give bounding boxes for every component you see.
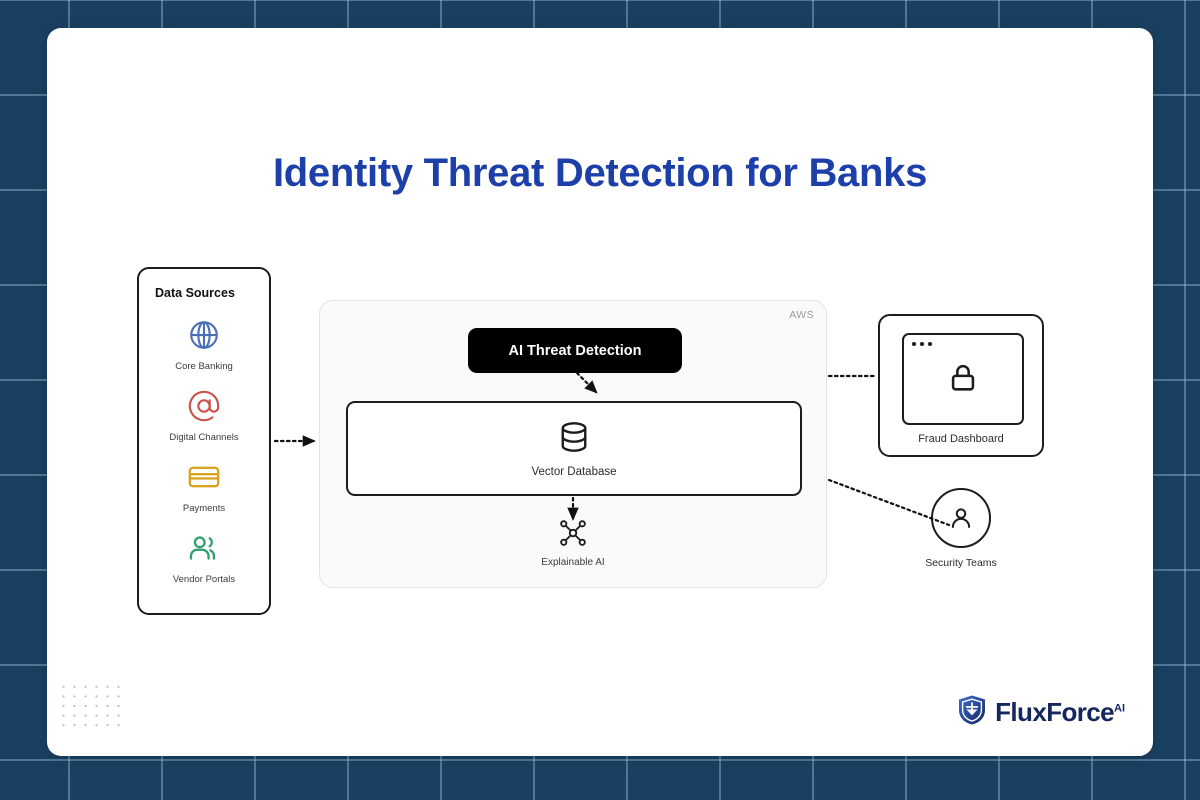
- data-source-label: Vendor Portals: [172, 574, 236, 585]
- aws-cloud-container: AWS AI Threat Detection Vector Database: [319, 300, 827, 588]
- globe-icon: [139, 315, 269, 355]
- data-sources-title: Data Sources: [155, 286, 235, 300]
- brand-logo: FluxForceAI: [957, 694, 1125, 731]
- browser-window-frame: [902, 333, 1024, 425]
- vector-database-node[interactable]: Vector Database: [346, 401, 802, 496]
- data-source-label: Digital Channels: [169, 432, 239, 443]
- explainable-ai-node[interactable]: Explainable AI: [320, 518, 826, 568]
- fraud-dashboard-node[interactable]: Fraud Dashboard: [878, 314, 1044, 457]
- data-source-label: Payments: [182, 503, 226, 514]
- shield-icon: [957, 694, 987, 731]
- database-cylinder-icon: [556, 419, 592, 460]
- brand-name: FluxForceAI: [995, 697, 1125, 727]
- data-source-item-payments[interactable]: Payments: [139, 457, 269, 514]
- brand-superscript: AI: [1114, 702, 1125, 715]
- page-title: Identity Threat Detection for Banks: [272, 151, 928, 195]
- fraud-dashboard-label: Fraud Dashboard: [918, 433, 1004, 445]
- data-sources-panel: Data Sources Core Banking Digital Channe…: [137, 267, 271, 615]
- data-source-item-digital-channels[interactable]: Digital Channels: [139, 386, 269, 443]
- data-source-label: Core Banking: [175, 361, 233, 372]
- vector-database-label: Vector Database: [531, 466, 617, 478]
- explainable-ai-label: Explainable AI: [541, 557, 605, 568]
- infographic-card: Identity Threat Detection for Banks Data…: [47, 28, 1153, 756]
- data-source-item-vendor-portals[interactable]: Vendor Portals: [139, 528, 269, 585]
- users-icon: [139, 528, 269, 568]
- security-teams-node[interactable]: Security Teams: [925, 488, 997, 569]
- user-person-icon: [931, 488, 991, 548]
- ai-threat-detection-node[interactable]: AI Threat Detection: [468, 328, 682, 373]
- security-teams-label: Security Teams: [925, 557, 997, 569]
- network-nodes-icon: [320, 518, 826, 553]
- credit-card-icon: [139, 457, 269, 497]
- lock-icon: [904, 361, 1022, 395]
- window-dots-icon: [912, 342, 932, 346]
- dot-grid-decoration: [56, 680, 122, 728]
- data-source-item-core-banking[interactable]: Core Banking: [139, 315, 269, 372]
- cloud-provider-label: AWS: [789, 309, 814, 321]
- at-sign-icon: [139, 386, 269, 426]
